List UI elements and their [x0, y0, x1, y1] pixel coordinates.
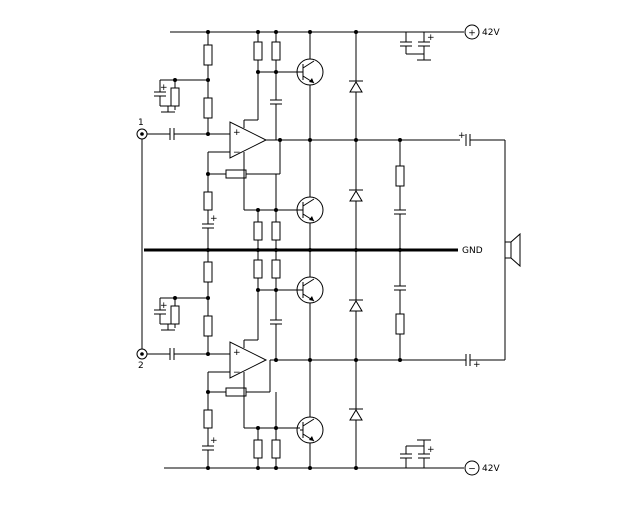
resistor	[170, 87, 180, 107]
speaker-icon	[504, 232, 521, 268]
diode	[349, 189, 363, 202]
input-1-terminal: 1	[136, 118, 148, 250]
ground-label: GND	[462, 246, 483, 256]
svg-text:+: +	[160, 301, 168, 311]
svg-text:+: +	[210, 436, 218, 446]
resistor	[170, 305, 180, 325]
diode	[349, 299, 363, 312]
resistor	[203, 409, 213, 429]
svg-text:+: +	[210, 214, 218, 224]
resistor	[203, 191, 213, 211]
input-1-label: 1	[138, 118, 144, 128]
svg-text:−: −	[233, 368, 241, 378]
resistor	[203, 44, 213, 66]
svg-text:+: +	[427, 445, 435, 455]
resistor	[203, 261, 213, 283]
input-2-label: 2	[138, 361, 144, 371]
opamp-2: + −	[229, 341, 268, 379]
svg-text:+: +	[458, 131, 466, 141]
svg-text:+: +	[427, 33, 435, 43]
resistor	[253, 439, 263, 459]
positive-supply-label: 42V	[482, 28, 500, 38]
resistor	[271, 439, 281, 459]
svg-text:+: +	[233, 348, 241, 358]
transistor-q4	[296, 416, 324, 444]
resistor	[203, 97, 213, 119]
resistor	[271, 259, 281, 279]
opamp-1: + −	[229, 121, 268, 159]
negative-supply-label: 42V	[482, 464, 500, 474]
resistor	[395, 165, 405, 187]
resistor	[271, 221, 281, 241]
negative-supply-terminal: − 42V	[464, 460, 500, 476]
resistor	[203, 315, 213, 337]
resistor	[253, 259, 263, 279]
resistor	[225, 387, 247, 397]
transistor-q1	[296, 58, 324, 86]
transistor-q3	[296, 276, 324, 304]
diode	[349, 80, 363, 93]
input-2-terminal: 2	[136, 250, 148, 371]
transistor-q2	[296, 196, 324, 224]
resistor	[271, 41, 281, 61]
resistor	[253, 221, 263, 241]
svg-text:+: +	[473, 360, 481, 370]
svg-text:+: +	[233, 128, 241, 138]
svg-text:−: −	[468, 465, 476, 475]
rail-decoupling-caps-top: +	[400, 32, 435, 61]
resistor	[225, 169, 247, 179]
resistor	[395, 313, 405, 335]
svg-text:+: +	[160, 83, 168, 93]
svg-text:−: −	[233, 148, 241, 158]
diode	[349, 408, 363, 421]
rail-decoupling-caps-bottom: +	[400, 439, 435, 468]
svg-text:+: +	[468, 29, 476, 39]
resistor	[253, 41, 263, 61]
positive-supply-terminal: + 42V	[464, 24, 500, 40]
